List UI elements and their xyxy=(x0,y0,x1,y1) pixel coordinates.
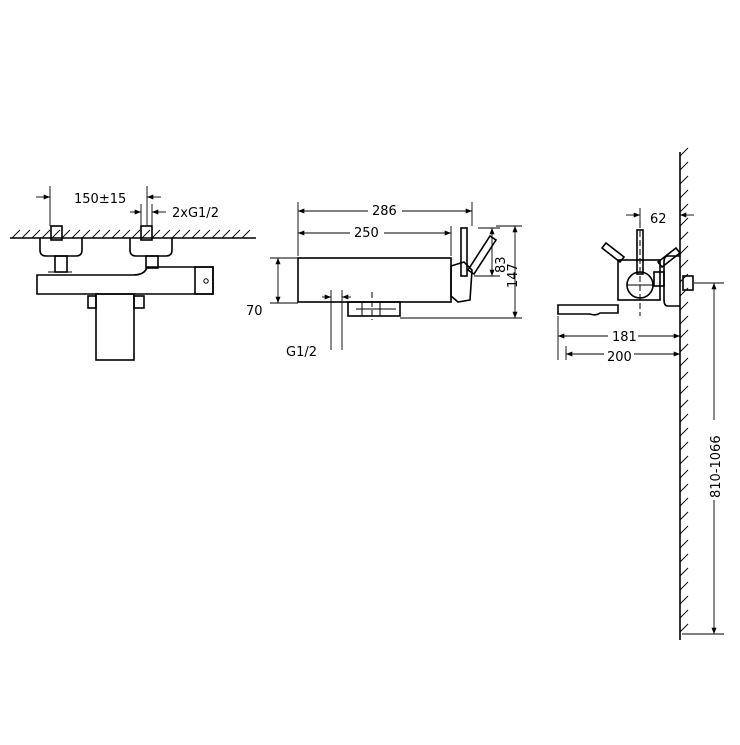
outlet-connection xyxy=(347,301,401,317)
outlet-spout xyxy=(95,293,135,361)
left-knob xyxy=(87,295,97,309)
right-knob xyxy=(133,295,145,309)
profile-body xyxy=(617,259,661,301)
wall-vertical-hatching xyxy=(679,147,689,633)
lever-tilted xyxy=(466,234,498,276)
handle-hub xyxy=(450,261,473,303)
profile-spout xyxy=(557,304,619,316)
profile-eccentric xyxy=(653,271,665,287)
body-length-dimension: 250 xyxy=(354,226,379,241)
outlet-thread-dimension: G1/2 xyxy=(286,345,317,360)
right-eccentric-pipe xyxy=(145,255,159,269)
wall-offset-dimension: 62 xyxy=(650,212,667,227)
connection-dimension: 2xG1/2 xyxy=(172,206,219,221)
mounting-height-dimension: 810-1066 xyxy=(709,435,724,498)
left-eccentric-pipe xyxy=(54,255,68,273)
profile-connection-nut xyxy=(682,275,694,291)
profile-lever-vertical xyxy=(636,229,644,275)
axis-height-dimension: 70 xyxy=(246,304,263,319)
indicator-dot-icon xyxy=(203,278,209,284)
front-view: 150±15 2xG1/2 xyxy=(10,186,256,361)
profile-lever-left xyxy=(600,241,626,264)
total-height-dimension: 147 xyxy=(506,263,521,288)
left-connection-nut xyxy=(50,225,63,241)
lever-height-dimension: 83 xyxy=(494,256,509,273)
spout-reach-dimension: 181 xyxy=(612,330,637,345)
handle-cap xyxy=(194,266,214,295)
profile-view: 62 181 200 810-1066 xyxy=(557,147,724,640)
right-connection-nut xyxy=(140,225,153,241)
mixer-body xyxy=(36,266,214,295)
wall-hatching xyxy=(11,229,251,239)
total-reach-dimension: 200 xyxy=(607,350,632,365)
spacing-dimension: 150±15 xyxy=(74,192,126,207)
profile-lever-right xyxy=(656,246,682,269)
lever-vertical xyxy=(460,227,468,277)
side-view: 286 250 70 83 147 G1/2 xyxy=(246,202,522,360)
overall-length-dimension: 286 xyxy=(372,204,397,219)
mixer-body-side xyxy=(297,257,452,303)
